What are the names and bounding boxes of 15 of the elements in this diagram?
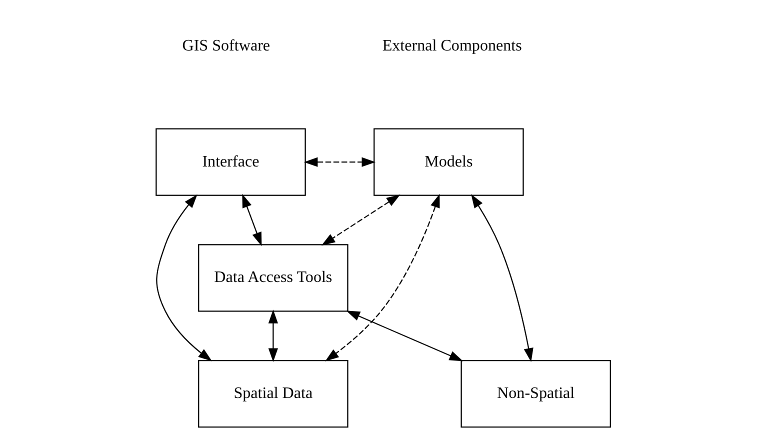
arrow: [321, 194, 400, 246]
node-box: Models: [374, 128, 524, 196]
arrow: [346, 310, 464, 362]
node-box: Spatial Data: [198, 360, 348, 428]
label: External Components: [382, 37, 522, 54]
arrow: [304, 157, 376, 167]
arrow: [268, 310, 278, 362]
label: GIS Software: [182, 37, 270, 54]
node-box: Interface: [156, 128, 306, 196]
arrow: [242, 194, 262, 246]
arrow: [156, 194, 212, 362]
node-box: Data Access Tools: [198, 244, 348, 312]
arrow: [325, 194, 440, 362]
node-box: Non-Spatial: [460, 360, 611, 428]
arrow: [471, 194, 534, 362]
